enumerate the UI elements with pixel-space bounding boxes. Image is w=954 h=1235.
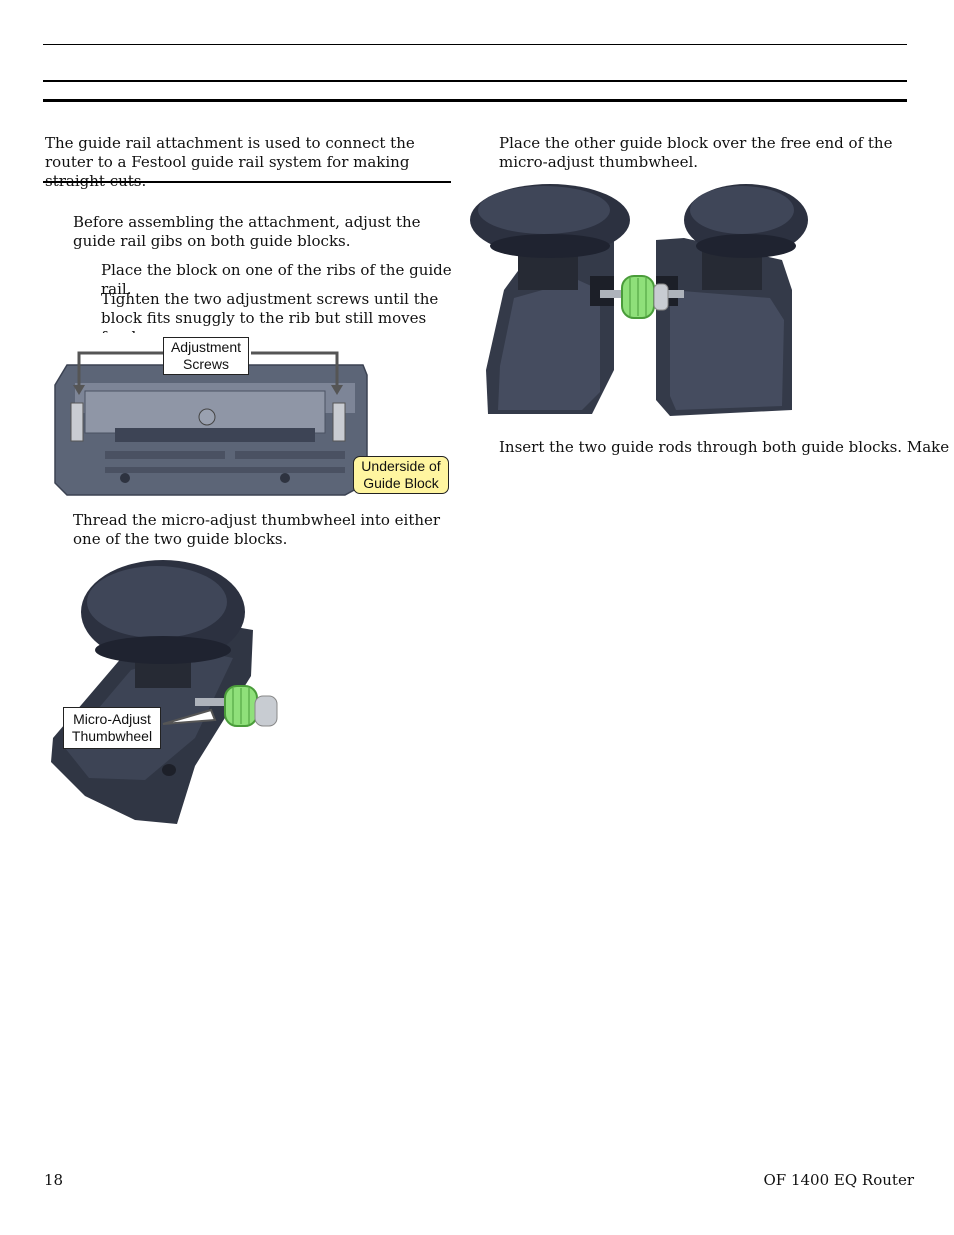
top-rule [43, 44, 907, 45]
thumbwheel-label-2: Thumbwheel [71, 728, 153, 744]
substep-place-block: Place the block on one of the ribs of th… [101, 261, 452, 298]
section-rule [43, 181, 451, 183]
underside-callout: Underside of Guide Block [353, 456, 449, 494]
page-number: 18 [44, 1171, 64, 1189]
underside-label-2: Guide Block [363, 475, 439, 491]
two-guide-blocks-photo [470, 180, 812, 430]
header-rule-1 [43, 80, 907, 82]
two-guide-blocks-image [470, 184, 808, 416]
thumbwheel-block-image [51, 560, 278, 824]
guide-block-underside-photo: Adjustment Screws Underside of Guide Blo… [45, 333, 453, 501]
document-title: OF 1400 EQ Router [763, 1171, 915, 1189]
header-rule-2 [43, 99, 907, 102]
underside-label-1: Underside of [361, 458, 441, 474]
thumbwheel-label-1: Micro-Adjust [73, 711, 151, 727]
step-thread-thumbwheel: Thread the micro-adjust thumbwheel into … [73, 511, 441, 548]
adjustment-screws-label-1: Adjustment [170, 339, 242, 355]
thumbwheel-block-photo: Micro-Adjust Thumbwheel [45, 558, 295, 830]
adjustment-screws-callout: Adjustment Screws [163, 337, 249, 375]
thumbwheel-callout: Micro-Adjust Thumbwheel [63, 707, 161, 749]
step-adjust-gibs: Before assembling the attachment, adjust… [73, 213, 421, 250]
adjustment-screws-label-2: Screws [183, 356, 229, 372]
intro-paragraph: The guide rail attachment is used to con… [45, 134, 415, 190]
step-insert-rods: Insert the two guide rods through both g… [499, 438, 950, 456]
step-place-other-block: Place the other guide block over the fre… [499, 134, 893, 171]
